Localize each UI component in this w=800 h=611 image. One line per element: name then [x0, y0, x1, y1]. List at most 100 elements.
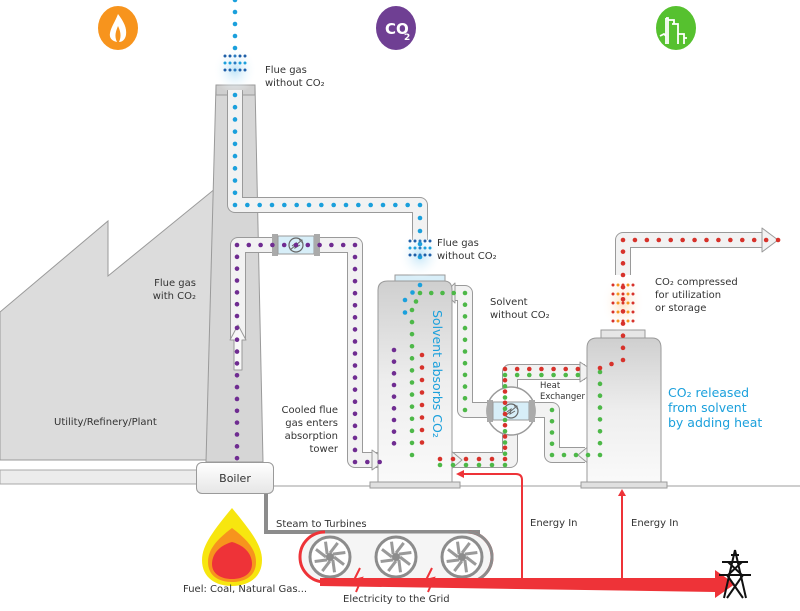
flow-dot-solvent — [597, 428, 603, 434]
flow-dot-co2 — [728, 237, 733, 243]
emission-dot — [233, 68, 237, 72]
flow-dot-flue-gas — [317, 242, 322, 248]
label-energy-in-2: Energy In — [631, 518, 679, 529]
flow-dot-co2 — [502, 366, 508, 372]
compression-dot — [631, 283, 635, 287]
label-energy-in-1: Energy In — [530, 518, 578, 529]
flow-dot-flue-gas — [258, 242, 263, 248]
flow-dot-solvent — [585, 452, 591, 458]
compression-dot — [631, 310, 635, 314]
flow-dot-solvent — [502, 383, 508, 389]
emission-dot — [428, 239, 432, 243]
flow-dot-solvent — [409, 440, 415, 446]
flow-dot-flue-gas — [234, 242, 240, 248]
flow-dot-co2 — [419, 390, 425, 395]
flow-dot-clean-gas — [331, 202, 336, 208]
emission-dot — [428, 246, 432, 250]
emission-dot — [413, 253, 417, 257]
flow-dot-clean-gas — [232, 166, 238, 171]
flow-dot-clean-gas — [393, 202, 398, 208]
flow-dot-flue-gas — [234, 254, 240, 260]
compression-dot — [616, 310, 620, 314]
flow-dot-solvent — [409, 452, 415, 458]
flow-dot-solvent — [549, 452, 555, 458]
flow-dot-co2 — [704, 237, 709, 243]
flow-dot-solvent — [575, 372, 581, 378]
flow-dot-clean-gas — [232, 202, 238, 208]
flow-dot-solvent — [409, 380, 415, 385]
flow-dot-solvent — [450, 462, 456, 468]
flow-dot-solvent — [561, 452, 567, 458]
flow-dot-clean-gas — [232, 153, 238, 159]
flow-dot-solvent — [549, 441, 555, 447]
compression-dot — [621, 319, 625, 323]
flow-dot-clean-gas — [232, 190, 238, 196]
flow-dot-flue-gas — [391, 441, 397, 446]
compression-dot — [611, 283, 615, 287]
emission-dot — [243, 61, 247, 65]
turbine-icon — [440, 535, 484, 579]
flow-dot-clean-gas — [405, 202, 410, 208]
flow-dot-solvent — [437, 462, 443, 468]
compression-dot — [631, 292, 635, 296]
emission-dot — [233, 54, 237, 58]
flow-dot-clean-gas — [257, 202, 262, 208]
compression-dot — [626, 301, 630, 305]
flow-dot-solvent — [514, 372, 520, 378]
flow-dot-solvent — [462, 384, 468, 389]
flow-dot-solvent — [409, 368, 415, 373]
compression-dot — [626, 292, 630, 296]
turbines — [308, 535, 484, 579]
flow-dot-co2 — [597, 365, 603, 371]
flow-dot-solvent — [462, 349, 468, 354]
flow-dot-flue-gas — [234, 313, 240, 319]
flow-dot-co2 — [575, 366, 581, 372]
flow-dot-co2 — [551, 366, 556, 372]
flow-dot-flue-gas — [352, 375, 358, 380]
flow-dot-flue-gas — [234, 266, 240, 271]
flow-dot-co2 — [419, 440, 425, 445]
flow-dot-co2 — [419, 352, 425, 358]
flow-dot-solvent — [462, 302, 468, 308]
flow-dot-co2 — [419, 427, 425, 433]
flow-dot-clean-gas — [232, 129, 238, 134]
flow-dot-solvent — [409, 392, 415, 397]
flow-dot-flue-gas — [352, 387, 358, 392]
flow-dot-flue-gas — [391, 382, 397, 388]
flow-dot-flue-gas — [365, 459, 370, 465]
flow-dot-solvent — [526, 372, 532, 378]
flow-dot-solvent — [597, 405, 603, 410]
flow-dot-co2 — [437, 456, 443, 462]
flow-dot-solvent — [502, 428, 508, 434]
flow-dot-co2 — [644, 237, 650, 243]
label-electricity: Electricity to the Grid — [343, 594, 450, 605]
flow-dot-flue-gas — [391, 394, 397, 399]
flow-dot-co2 — [476, 456, 482, 462]
pipe-clean-gas — [227, 90, 428, 240]
flow-dot-clean-gas — [417, 228, 423, 234]
flow-dot-solvent — [409, 356, 415, 361]
svg-text:2: 2 — [404, 33, 410, 43]
flow-dot-solvent — [563, 372, 569, 378]
flow-dot-solvent — [409, 428, 415, 434]
flow-dot-flue-gas — [352, 459, 358, 465]
flow-dot-co2 — [419, 377, 425, 383]
flow-dot-flue-gas — [234, 408, 240, 414]
svg-text:CO: CO — [385, 20, 409, 38]
flow-dot-solvent — [463, 462, 469, 468]
flow-dot-flue-gas — [246, 242, 252, 248]
flow-dot-flue-gas — [352, 266, 358, 272]
flow-dot-flue-gas — [352, 351, 358, 356]
flow-dot-flue-gas — [352, 242, 358, 248]
flow-dot-flue-gas — [352, 399, 358, 405]
flow-dot-flue-gas — [391, 371, 397, 376]
flow-dot-flue-gas — [391, 429, 397, 434]
flow-dot-co2 — [668, 237, 674, 243]
flow-dot-solvent — [539, 372, 544, 378]
